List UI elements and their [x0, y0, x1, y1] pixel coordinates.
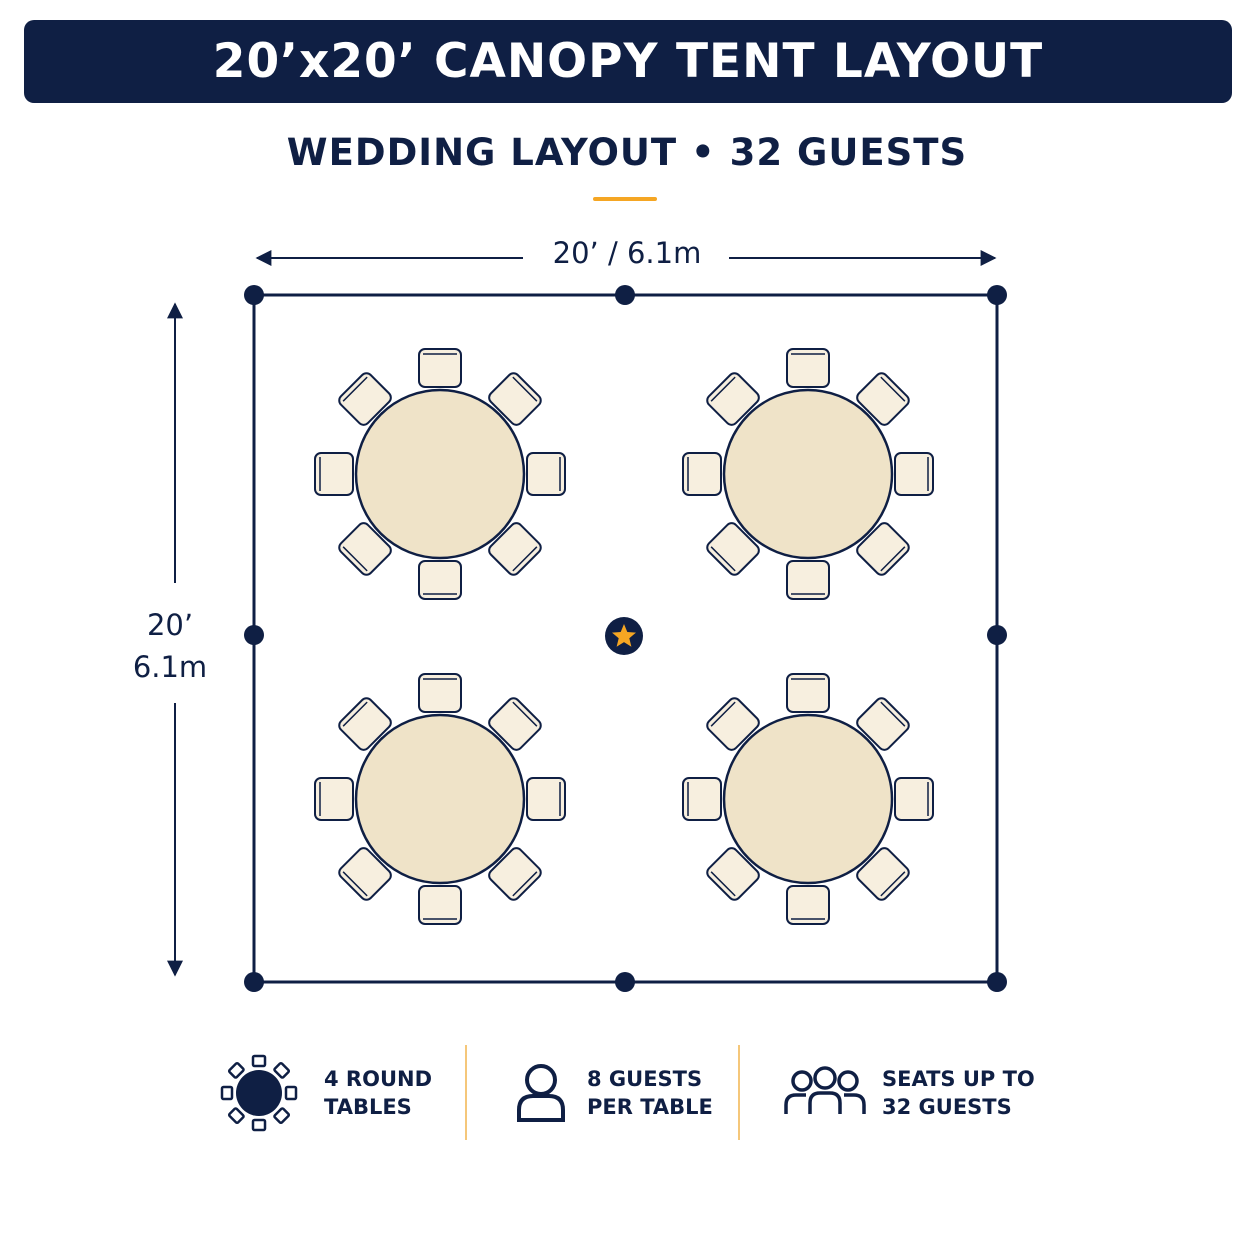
pole-top-left [244, 285, 264, 305]
chair [856, 697, 910, 751]
legend-divider-1 [465, 1045, 467, 1140]
chair [418, 348, 462, 388]
chair [314, 777, 354, 821]
tables-layer [314, 348, 934, 925]
legend-tables-label: 4 ROUND TABLES [324, 1065, 432, 1121]
chair [786, 348, 830, 388]
chair [488, 522, 542, 576]
table-top [722, 713, 894, 885]
pole-middle-left [244, 625, 264, 645]
chair [786, 673, 830, 713]
legend-tables: 4 ROUND TABLES [300, 1048, 432, 1138]
chair [338, 522, 392, 576]
chair [338, 697, 392, 751]
chair [526, 777, 566, 821]
chair [786, 560, 830, 600]
chair [418, 673, 462, 713]
chair [706, 522, 760, 576]
pole-bottom-middle [615, 972, 635, 992]
person-icon [517, 1064, 565, 1122]
round-table [314, 348, 566, 600]
legend-capacity-label: SEATS UP TO 32 GUESTS [882, 1065, 1035, 1121]
table-top [722, 388, 894, 560]
pole-bottom-right [987, 972, 1007, 992]
round-table-icon [220, 1054, 298, 1132]
chair [682, 777, 722, 821]
height-dimension-label: 20’ 6.1m [120, 604, 220, 688]
legend-guests-label: 8 GUESTS PER TABLE [587, 1065, 713, 1121]
chair [418, 560, 462, 600]
star-icon [605, 617, 643, 655]
chair [526, 452, 566, 496]
chair [488, 847, 542, 901]
chair [706, 697, 760, 751]
chair [706, 847, 760, 901]
legend-guests: 8 GUESTS PER TABLE [563, 1048, 713, 1138]
table-top [354, 388, 526, 560]
pole-bottom-left [244, 972, 264, 992]
height-label-feet: 20’ [146, 608, 194, 642]
round-table [682, 673, 934, 925]
chair [682, 452, 722, 496]
page-title: 20’x20’ CANOPY TENT LAYOUT [212, 34, 1044, 89]
round-table [682, 348, 934, 600]
height-label-meters: 6.1m [132, 650, 208, 684]
chair [338, 372, 392, 426]
tent-poles [244, 285, 1007, 992]
chair [338, 847, 392, 901]
legend-divider-2 [738, 1045, 740, 1140]
chair [314, 452, 354, 496]
table-top [354, 713, 526, 885]
legend-tables-line1: 4 ROUND [324, 1067, 433, 1091]
round-table [314, 673, 566, 925]
legend-capacity-line1: SEATS UP TO [882, 1067, 1035, 1091]
chair [706, 372, 760, 426]
chair [786, 885, 830, 925]
legend-tables-line2: TABLES [324, 1095, 412, 1119]
chair [856, 847, 910, 901]
chair [894, 452, 934, 496]
layout-subtitle: WEDDING LAYOUT • 32 GUESTS [286, 131, 968, 174]
pole-top-middle [615, 285, 635, 305]
chair [488, 372, 542, 426]
chair [856, 522, 910, 576]
width-dimension-label: 20’ / 6.1m [552, 236, 702, 270]
accent-divider [593, 197, 657, 201]
legend-guests-line1: 8 GUESTS [587, 1067, 703, 1091]
chair [856, 372, 910, 426]
chair [894, 777, 934, 821]
chair [488, 697, 542, 751]
legend-guests-line2: PER TABLE [587, 1095, 713, 1119]
title-bar: 20’x20’ CANOPY TENT LAYOUT [24, 20, 1232, 103]
chair [418, 885, 462, 925]
pole-top-right [987, 285, 1007, 305]
legend-capacity-line2: 32 GUESTS [882, 1095, 1012, 1119]
legend-capacity: SEATS UP TO 32 GUESTS [858, 1048, 1035, 1138]
pole-middle-right [987, 625, 1007, 645]
group-icon [784, 1066, 866, 1114]
